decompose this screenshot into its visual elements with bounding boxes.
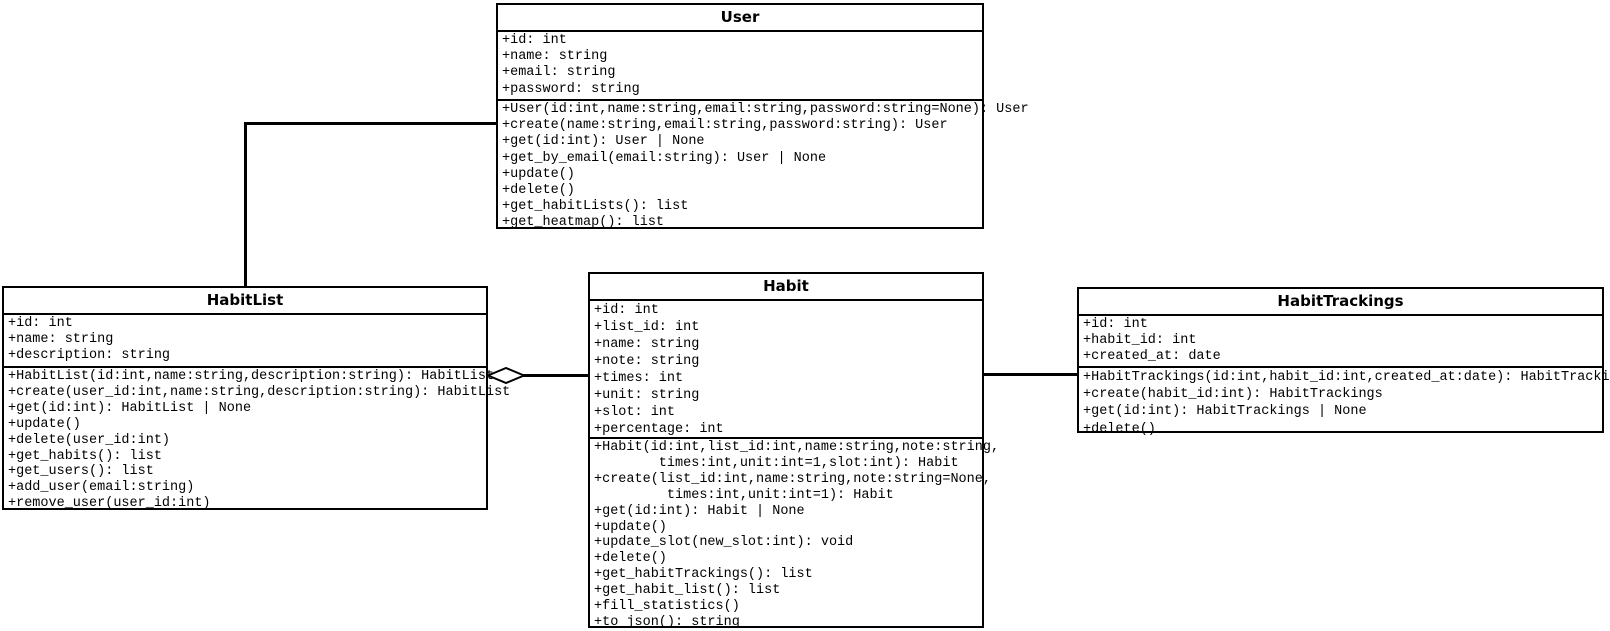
class-attributes-user: +id: int+name: string+email: string+pass… xyxy=(498,30,982,99)
member-line: +to_json(): string xyxy=(594,614,740,630)
class-box-user: User +id: int+name: string+email: string… xyxy=(496,3,1029,230)
member-line: times:int,unit:int=1,slot:int): Habit xyxy=(594,455,959,471)
class-box-habit: Habit +id: int +list_id: int +name: string… xyxy=(588,272,1000,631)
class-title-habitlist: HabitList xyxy=(206,291,284,309)
member-line: +get(id:int): Habit | None xyxy=(594,503,805,519)
member-line: +id: int xyxy=(594,303,659,318)
member-line: +Habit(id:int,list_id:int,name:string,no… xyxy=(594,440,1000,455)
member-line: +create(name:string,email:string,passwor… xyxy=(502,118,948,134)
class-title-user: User xyxy=(720,8,760,26)
member-line: +id: int xyxy=(502,33,567,48)
member-line: +name: string xyxy=(502,49,608,65)
member-line: +percentage: int xyxy=(594,422,724,437)
member-line: +get(id:int): HabitTrackings | None xyxy=(1083,404,1367,420)
class-methods-habit: +Habit(id:int,list_id:int,name:string,no… xyxy=(590,437,1000,631)
member-line: +update() xyxy=(8,416,81,432)
class-methods-habitlist: +HabitList(id:int,name:string,descriptio… xyxy=(4,366,511,513)
member-line: +update() xyxy=(594,519,667,535)
member-line: +created_at: date xyxy=(1083,349,1221,365)
member-line: +delete(user_id:int) xyxy=(8,432,171,448)
member-line: +delete() xyxy=(1083,421,1156,437)
member-line: +times: int xyxy=(594,371,684,386)
aggregation-diamond-icon xyxy=(487,367,525,384)
member-line: +get_by_email(email:string): User | None xyxy=(502,150,827,166)
member-line: +get_users(): list xyxy=(8,464,154,480)
member-line: +get(id:int): User | None xyxy=(502,134,705,150)
class-attributes-habitlist: +id: int+name: string+description: strin… xyxy=(4,313,486,366)
member-line: +habit_id: int xyxy=(1083,333,1197,349)
member-line: +get_heatmap(): list xyxy=(502,215,665,231)
member-line: +update_slot(new_slot:int): void xyxy=(594,535,854,551)
member-line: +get_habitLists(): list xyxy=(502,199,689,215)
class-box-habitlist: HabitList +id: int+name: string+descript… xyxy=(2,286,511,513)
member-line: +User(id:int,name:string,email:string,pa… xyxy=(502,102,1029,117)
class-methods-habittrackings: +HabitTrackings(id:int,habit_id:int,crea… xyxy=(1079,366,1610,439)
member-line: +id: int xyxy=(1083,317,1148,332)
member-line: +add_user(email:string) xyxy=(8,480,195,496)
member-line: +get_habitTrackings(): list xyxy=(594,567,813,583)
member-line: +note: string xyxy=(594,354,700,369)
member-line: +create(user_id:int,name:string,descript… xyxy=(8,384,511,400)
member-line: +remove_user(user_id:int) xyxy=(8,496,211,512)
member-line: +name: string xyxy=(594,337,700,352)
member-line: +password: string xyxy=(502,81,640,97)
class-title-habit: Habit xyxy=(763,277,809,295)
association-line-user-habitlist-vertical xyxy=(244,122,247,288)
member-line: +create(list_id:int,name:string,note:str… xyxy=(594,471,991,487)
member-line: +create(habit_id:int): HabitTrackings xyxy=(1083,387,1383,403)
aggregation-line-habitlist-habit xyxy=(522,374,589,377)
member-line: +id: int xyxy=(8,316,73,331)
class-attributes-habittrackings: +id: int+habit_id: int+created_at: date xyxy=(1079,314,1602,366)
member-line: +get_habits(): list xyxy=(8,448,162,464)
member-line: +email: string xyxy=(502,65,616,81)
class-methods-user: +User(id:int,name:string,email:string,pa… xyxy=(498,99,1029,233)
association-line-habit-habittrackings xyxy=(984,373,1077,376)
member-line: +delete() xyxy=(594,551,667,567)
member-line: +update() xyxy=(502,166,575,182)
member-line: times:int,unit:int=1): Habit xyxy=(594,487,894,503)
member-line: +HabitTrackings(id:int,habit_id:int,crea… xyxy=(1083,370,1610,385)
member-line: +list_id: int xyxy=(594,320,700,335)
member-line: +delete() xyxy=(502,183,575,199)
member-line: +name: string xyxy=(8,332,114,348)
member-line: +description: string xyxy=(8,348,171,364)
class-attributes-habit: +id: int +list_id: int +name: string +note:… xyxy=(590,299,982,437)
member-line: +slot: int xyxy=(594,405,676,420)
member-line: +get(id:int): HabitList | None xyxy=(8,400,252,416)
class-box-habittrackings: HabitTrackings +id: int+habit_id: int+cr… xyxy=(1077,287,1610,437)
association-line-user-habitlist-horizontal xyxy=(244,122,496,125)
member-line: +get_habit_list(): list xyxy=(594,583,781,599)
member-line: +fill_statistics() xyxy=(594,599,740,615)
class-title-habittrackings: HabitTrackings xyxy=(1277,292,1404,310)
member-line: +HabitList(id:int,name:string,descriptio… xyxy=(8,369,495,384)
member-line: +unit: string xyxy=(594,388,700,403)
